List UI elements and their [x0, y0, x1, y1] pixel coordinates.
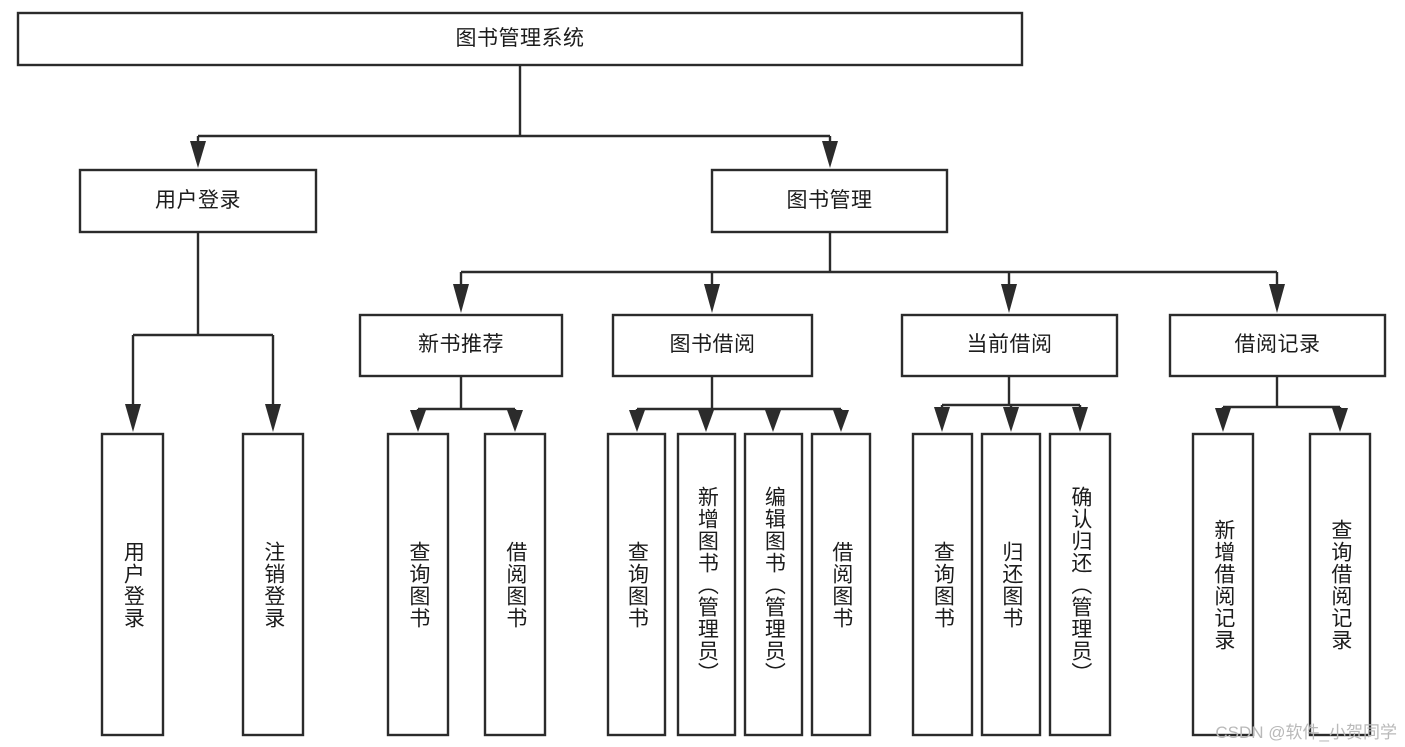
arrow-head-leaf-confirm-return	[1072, 407, 1088, 432]
node-box-leaf-add-record[interactable]	[1191, 432, 1255, 737]
arrow-head-borrow-record	[1269, 284, 1285, 313]
arrow-head-current-borrow	[1001, 284, 1017, 313]
arrow-head-leaf-borrow-book-1	[507, 410, 523, 432]
node-box-leaf-user-login[interactable]	[100, 432, 165, 737]
arrow-head-leaf-add-book	[698, 410, 714, 432]
node-box-leaf-add-book[interactable]	[676, 432, 737, 737]
arrow-head-leaf-user-login	[125, 404, 141, 432]
arrow-head-leaf-edit-book	[765, 410, 781, 432]
node-box-root[interactable]	[16, 11, 1024, 67]
arrow-head-leaf-borrow-book-2	[833, 410, 849, 432]
node-box-borrow-record[interactable]	[1168, 313, 1387, 378]
node-box-leaf-edit-book[interactable]	[743, 432, 804, 737]
arrow-head-book-mgmt	[822, 141, 838, 168]
arrow-head-leaf-query-record	[1332, 408, 1348, 432]
node-box-leaf-logout[interactable]	[241, 432, 305, 737]
node-box-book-borrow[interactable]	[611, 313, 814, 378]
node-box-leaf-query-book-1[interactable]	[386, 432, 450, 737]
arrow-head-book-borrow	[704, 284, 720, 313]
node-box-current-borrow[interactable]	[900, 313, 1119, 378]
node-box-leaf-borrow-book-2[interactable]	[810, 432, 872, 737]
arrow-head-leaf-query-book-1	[410, 410, 426, 432]
arrow-head-new-book	[453, 284, 469, 313]
node-box-leaf-query-book-2[interactable]	[606, 432, 667, 737]
node-box-leaf-confirm-return[interactable]	[1048, 432, 1112, 737]
node-box-leaf-borrow-book-1[interactable]	[483, 432, 547, 737]
node-box-book-management[interactable]	[710, 168, 949, 234]
node-box-leaf-query-record[interactable]	[1308, 432, 1372, 737]
arrow-head-leaf-query-book-2	[629, 410, 645, 432]
arrow-head-leaf-query-book-3	[934, 407, 950, 432]
node-box-leaf-return-book[interactable]	[980, 432, 1042, 737]
node-box-new-book-recommend[interactable]	[358, 313, 564, 378]
node-box-user-login[interactable]	[78, 168, 318, 234]
arrow-head-leaf-return-book	[1003, 407, 1019, 432]
arrow-head-leaf-add-record	[1215, 408, 1231, 432]
arrow-head-leaf-logout	[265, 404, 281, 432]
node-box-leaf-query-book-3[interactable]	[911, 432, 974, 737]
arrow-head-user-login	[190, 141, 206, 168]
